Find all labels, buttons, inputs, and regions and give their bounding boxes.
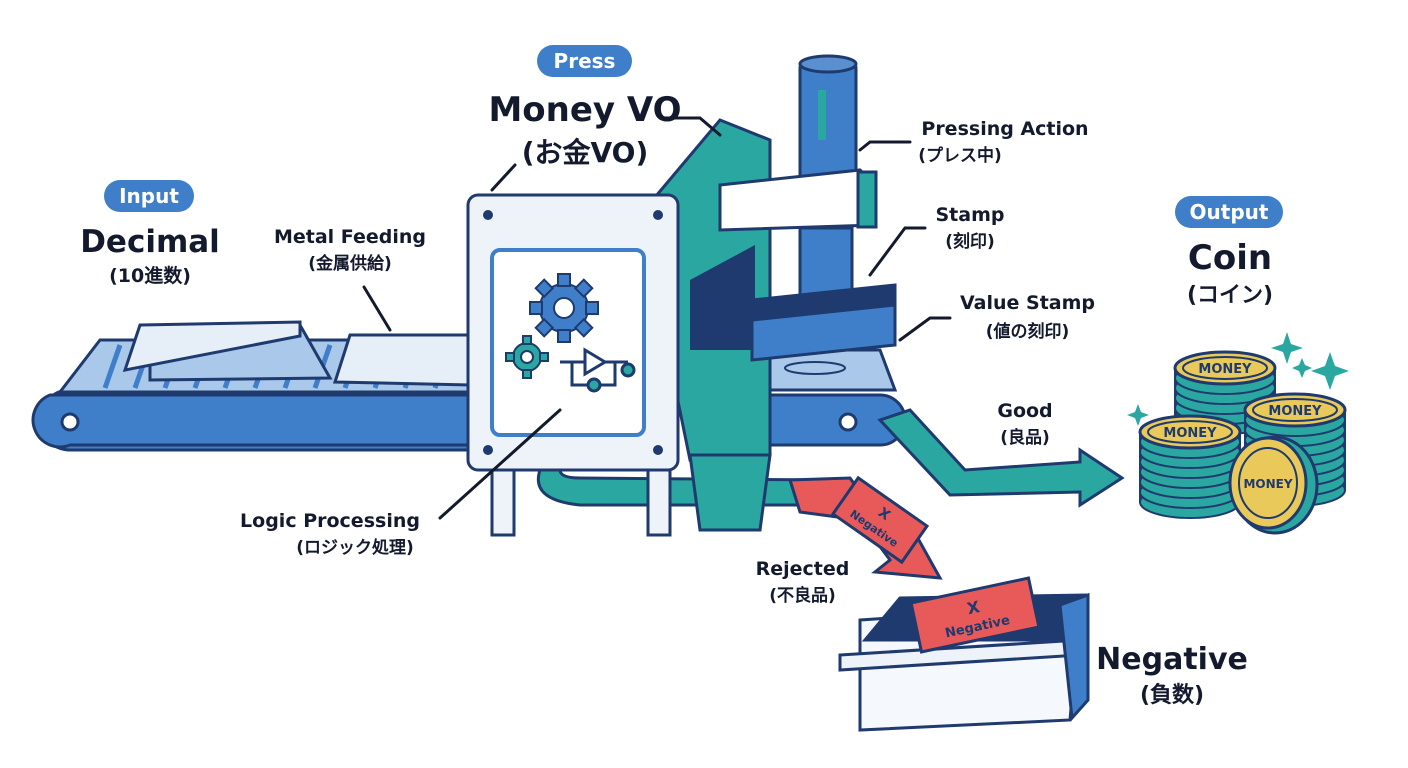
- metal-sheets: [122, 320, 472, 387]
- logic-processing-sub: (ロジック処理): [296, 538, 414, 558]
- stamp-sub: (刻印): [945, 232, 995, 252]
- coin-standing: MONEY: [1228, 435, 1319, 535]
- svg-text:MONEY: MONEY: [1198, 362, 1252, 377]
- output-tag: Output: [1175, 196, 1283, 228]
- pressing-action-label: Pressing Action: [921, 118, 1089, 140]
- output-subtitle: (コイン): [1186, 283, 1274, 308]
- output-title: Coin: [1187, 238, 1273, 278]
- logic-processing-label: Logic Processing: [240, 510, 420, 532]
- coin-stacks: MONEY MONEY MONEY MONEY: [1138, 350, 1347, 535]
- gear-icon-large: [529, 273, 599, 343]
- press-subtitle: (お金VO): [521, 136, 649, 169]
- input-title: Decimal: [80, 224, 220, 260]
- metal-feeding-label: Metal Feeding: [273, 226, 427, 248]
- negative-title: Negative: [1096, 642, 1248, 677]
- machine-panel: [466, 193, 680, 537]
- good-label: Good: [997, 400, 1053, 422]
- input-subtitle: (10進数): [109, 265, 191, 287]
- value-stamp-sub: (値の刻印): [985, 322, 1070, 342]
- reject-bin: X Negative: [838, 576, 1090, 732]
- rejected-sub: (不良品): [769, 586, 836, 606]
- leader-lines: [362, 116, 952, 520]
- gear-icon-small: [505, 335, 549, 379]
- svg-text:MONEY: MONEY: [1268, 404, 1322, 419]
- bin-ticket-mark: X: [965, 597, 982, 618]
- coin-stack-left: MONEY: [1138, 414, 1242, 519]
- stamp-label: Stamp: [935, 204, 1005, 226]
- metal-feeding-sub: (金属供給): [308, 254, 392, 274]
- press-piston: [718, 54, 897, 375]
- pressing-action-sub: (プレス中): [918, 146, 1002, 166]
- svg-text:MONEY: MONEY: [1163, 426, 1217, 441]
- svg-text:MONEY: MONEY: [1243, 477, 1292, 491]
- good-sub: (良品): [1000, 428, 1050, 448]
- sparkle-icons: [1127, 332, 1349, 426]
- rejected-label: Rejected: [755, 558, 850, 580]
- press-tag: Press: [537, 45, 632, 77]
- value-stamp-label: Value Stamp: [959, 292, 1095, 314]
- flying-reject-ticket: X Negative: [830, 475, 930, 565]
- input-tag: Input: [104, 180, 194, 212]
- good-output-arrow: [877, 408, 1125, 508]
- negative-subtitle: (負数): [1139, 683, 1205, 708]
- press-title: Money VO: [488, 90, 682, 130]
- logic-gate-icon: [560, 347, 636, 393]
